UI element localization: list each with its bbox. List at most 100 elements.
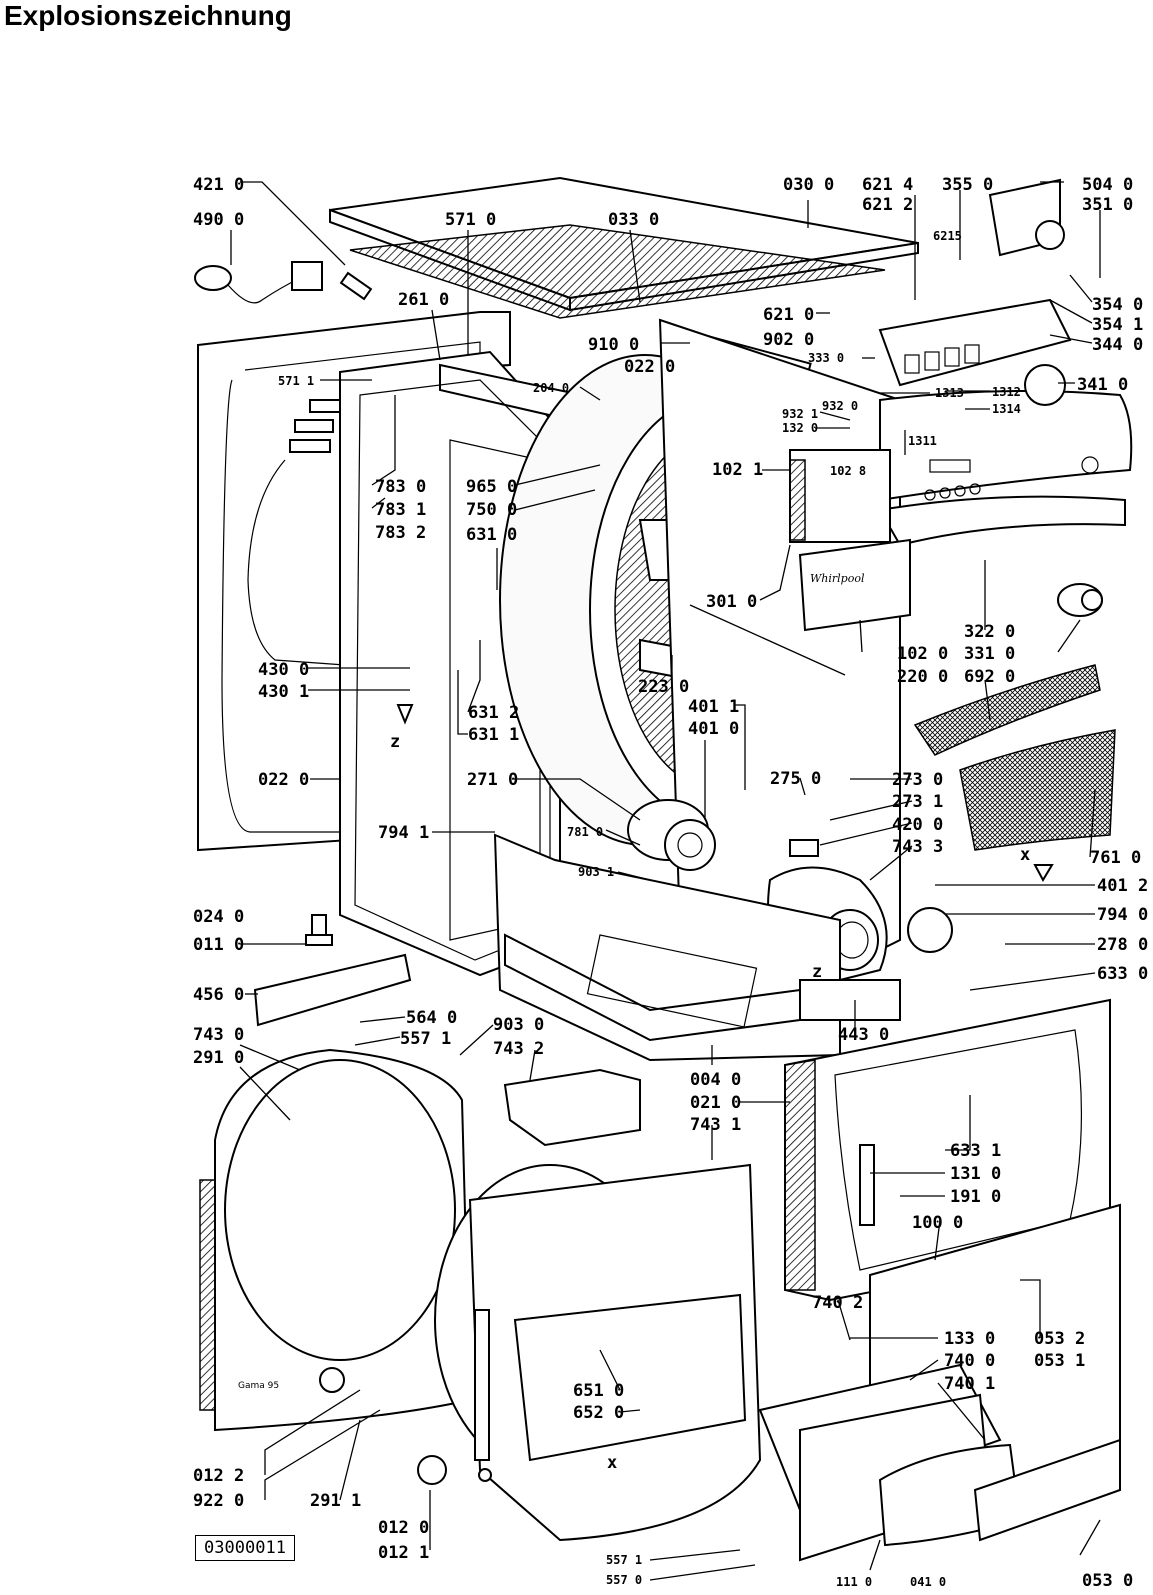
label-102-1: 102 1 xyxy=(712,460,763,480)
label-plate-102: Whirlpool xyxy=(798,538,911,632)
filter-761 xyxy=(959,729,1116,851)
marker-z-2: z xyxy=(812,962,822,982)
label-012-0: 012 0 xyxy=(378,1518,429,1538)
label-355-0: 355 0 xyxy=(942,175,993,195)
label-420-0: 420 0 xyxy=(892,815,943,835)
label-965-0: 965 0 xyxy=(466,477,517,497)
label-102-8: 102 8 xyxy=(830,464,866,478)
label-131-0: 131 0 xyxy=(950,1164,1001,1184)
label-100-0: 100 0 xyxy=(912,1213,963,1233)
label-132-0: 132 0 xyxy=(782,421,818,435)
document-number-box: 03000011 xyxy=(195,1535,295,1561)
label-631-1: 631 1 xyxy=(468,725,519,745)
label-1311: 1311 xyxy=(908,434,937,448)
label-794-1: 794 1 xyxy=(378,823,429,843)
label-621-4: 621 4 xyxy=(862,175,913,195)
bracket-456 xyxy=(253,953,412,1027)
label-783-2: 783 2 xyxy=(375,523,426,543)
label-220-0: 220 0 xyxy=(897,667,948,687)
label-902-0: 902 0 xyxy=(763,330,814,350)
foot-012 xyxy=(417,1455,492,1485)
label-301-0: 301 0 xyxy=(706,592,757,612)
label-621-0: 621 0 xyxy=(763,305,814,325)
label-053-0: 053 0 xyxy=(1082,1571,1133,1591)
label-430-1: 430 1 xyxy=(258,682,309,702)
label-571-0: 571 0 xyxy=(445,210,496,230)
label-504-0: 504 0 xyxy=(1082,175,1133,195)
label-750-0: 750 0 xyxy=(466,500,517,520)
label-021-0: 021 0 xyxy=(690,1093,741,1113)
label-053-2: 053 2 xyxy=(1034,1329,1085,1349)
label-743-3: 743 3 xyxy=(892,837,943,857)
label-041-0: 041 0 xyxy=(910,1575,946,1589)
label-401-1: 401 1 xyxy=(688,697,739,717)
knob-331 xyxy=(1057,583,1103,617)
control-panel-344 xyxy=(878,298,1072,387)
label-022-0-side: 022 0 xyxy=(258,770,309,790)
label-633-0: 633 0 xyxy=(1097,964,1148,984)
direction-marker-z: z xyxy=(390,704,414,752)
label-271-0: 271 0 xyxy=(467,770,518,790)
label-932-0: 932 0 xyxy=(822,399,858,413)
label-191-0: 191 0 xyxy=(950,1187,1001,1207)
bearing-plate-743-1 xyxy=(468,1163,762,1542)
marker-x-2: x xyxy=(607,1453,617,1473)
label-261-0: 261 0 xyxy=(398,290,449,310)
label-490-0: 490 0 xyxy=(193,210,244,230)
label-331-0: 331 0 xyxy=(964,644,1015,664)
label-743-1: 743 1 xyxy=(690,1115,741,1135)
label-204-0: 204 0 xyxy=(533,381,569,395)
label-6215: 6215 xyxy=(933,229,962,243)
label-111-0: 111 0 xyxy=(836,1575,872,1589)
label-761-0: 761 0 xyxy=(1090,848,1141,868)
label-631-0: 631 0 xyxy=(466,525,517,545)
label-401-0: 401 0 xyxy=(688,719,739,739)
leader-lines xyxy=(230,181,1101,1581)
direction-marker-x: x xyxy=(1020,845,1054,883)
label-571-1: 571 1 xyxy=(278,374,314,388)
lid-insulation-033 xyxy=(349,224,886,319)
label-743-0: 743 0 xyxy=(193,1025,244,1045)
label-631-2: 631 2 xyxy=(468,703,519,723)
motor-401 xyxy=(627,799,716,871)
label-344-0: 344 0 xyxy=(1092,335,1143,355)
label-1312: 1312 xyxy=(992,385,1021,399)
label-133-0: 133 0 xyxy=(944,1329,995,1349)
label-740-0: 740 0 xyxy=(944,1351,995,1371)
label-903-0: 903 0 xyxy=(493,1015,544,1035)
label-564-0: 564 0 xyxy=(406,1008,457,1028)
label-456-0: 456 0 xyxy=(193,985,244,1005)
label-692-0: 692 0 xyxy=(964,667,1015,687)
timer-504 xyxy=(988,178,1065,257)
label-333-0: 333 0 xyxy=(808,351,844,365)
label-443-0: 443 0 xyxy=(838,1025,889,1045)
label-011-0: 011 0 xyxy=(193,935,244,955)
label-740-2: 740 2 xyxy=(812,1293,863,1313)
label-401-2: 401 2 xyxy=(1097,876,1148,896)
marker-z-1: z xyxy=(390,732,400,752)
label-273-0: 273 0 xyxy=(892,770,943,790)
label-932-1: 932 1 xyxy=(782,407,818,421)
label-557-1-bottom: 557 1 xyxy=(606,1553,642,1567)
marker-x-1: x xyxy=(1020,845,1030,865)
bolt-011 xyxy=(305,914,333,946)
label-740-1: 740 1 xyxy=(944,1374,995,1394)
label-004-0: 004 0 xyxy=(690,1070,741,1090)
label-102-0: 102 0 xyxy=(897,644,948,664)
label-273-1: 273 1 xyxy=(892,792,943,812)
label-1313: 1313 xyxy=(935,386,964,400)
label-781-0: 781 0 xyxy=(567,825,603,839)
label-651-0: 651 0 xyxy=(573,1381,624,1401)
label-557-0: 557 0 xyxy=(606,1573,642,1587)
label-275-0: 275 0 xyxy=(770,769,821,789)
label-291-1: 291 1 xyxy=(310,1491,361,1511)
heater-743-2 xyxy=(503,1068,641,1147)
base-004 xyxy=(493,833,841,1062)
label-421-0: 421 0 xyxy=(193,175,244,195)
label-354-0: 354 0 xyxy=(1092,295,1143,315)
label-053-1: 053 1 xyxy=(1034,1351,1085,1371)
label-322-0: 322 0 xyxy=(964,622,1015,642)
label-278-0: 278 0 xyxy=(1097,935,1148,955)
label-223-0: 223 0 xyxy=(638,677,689,697)
